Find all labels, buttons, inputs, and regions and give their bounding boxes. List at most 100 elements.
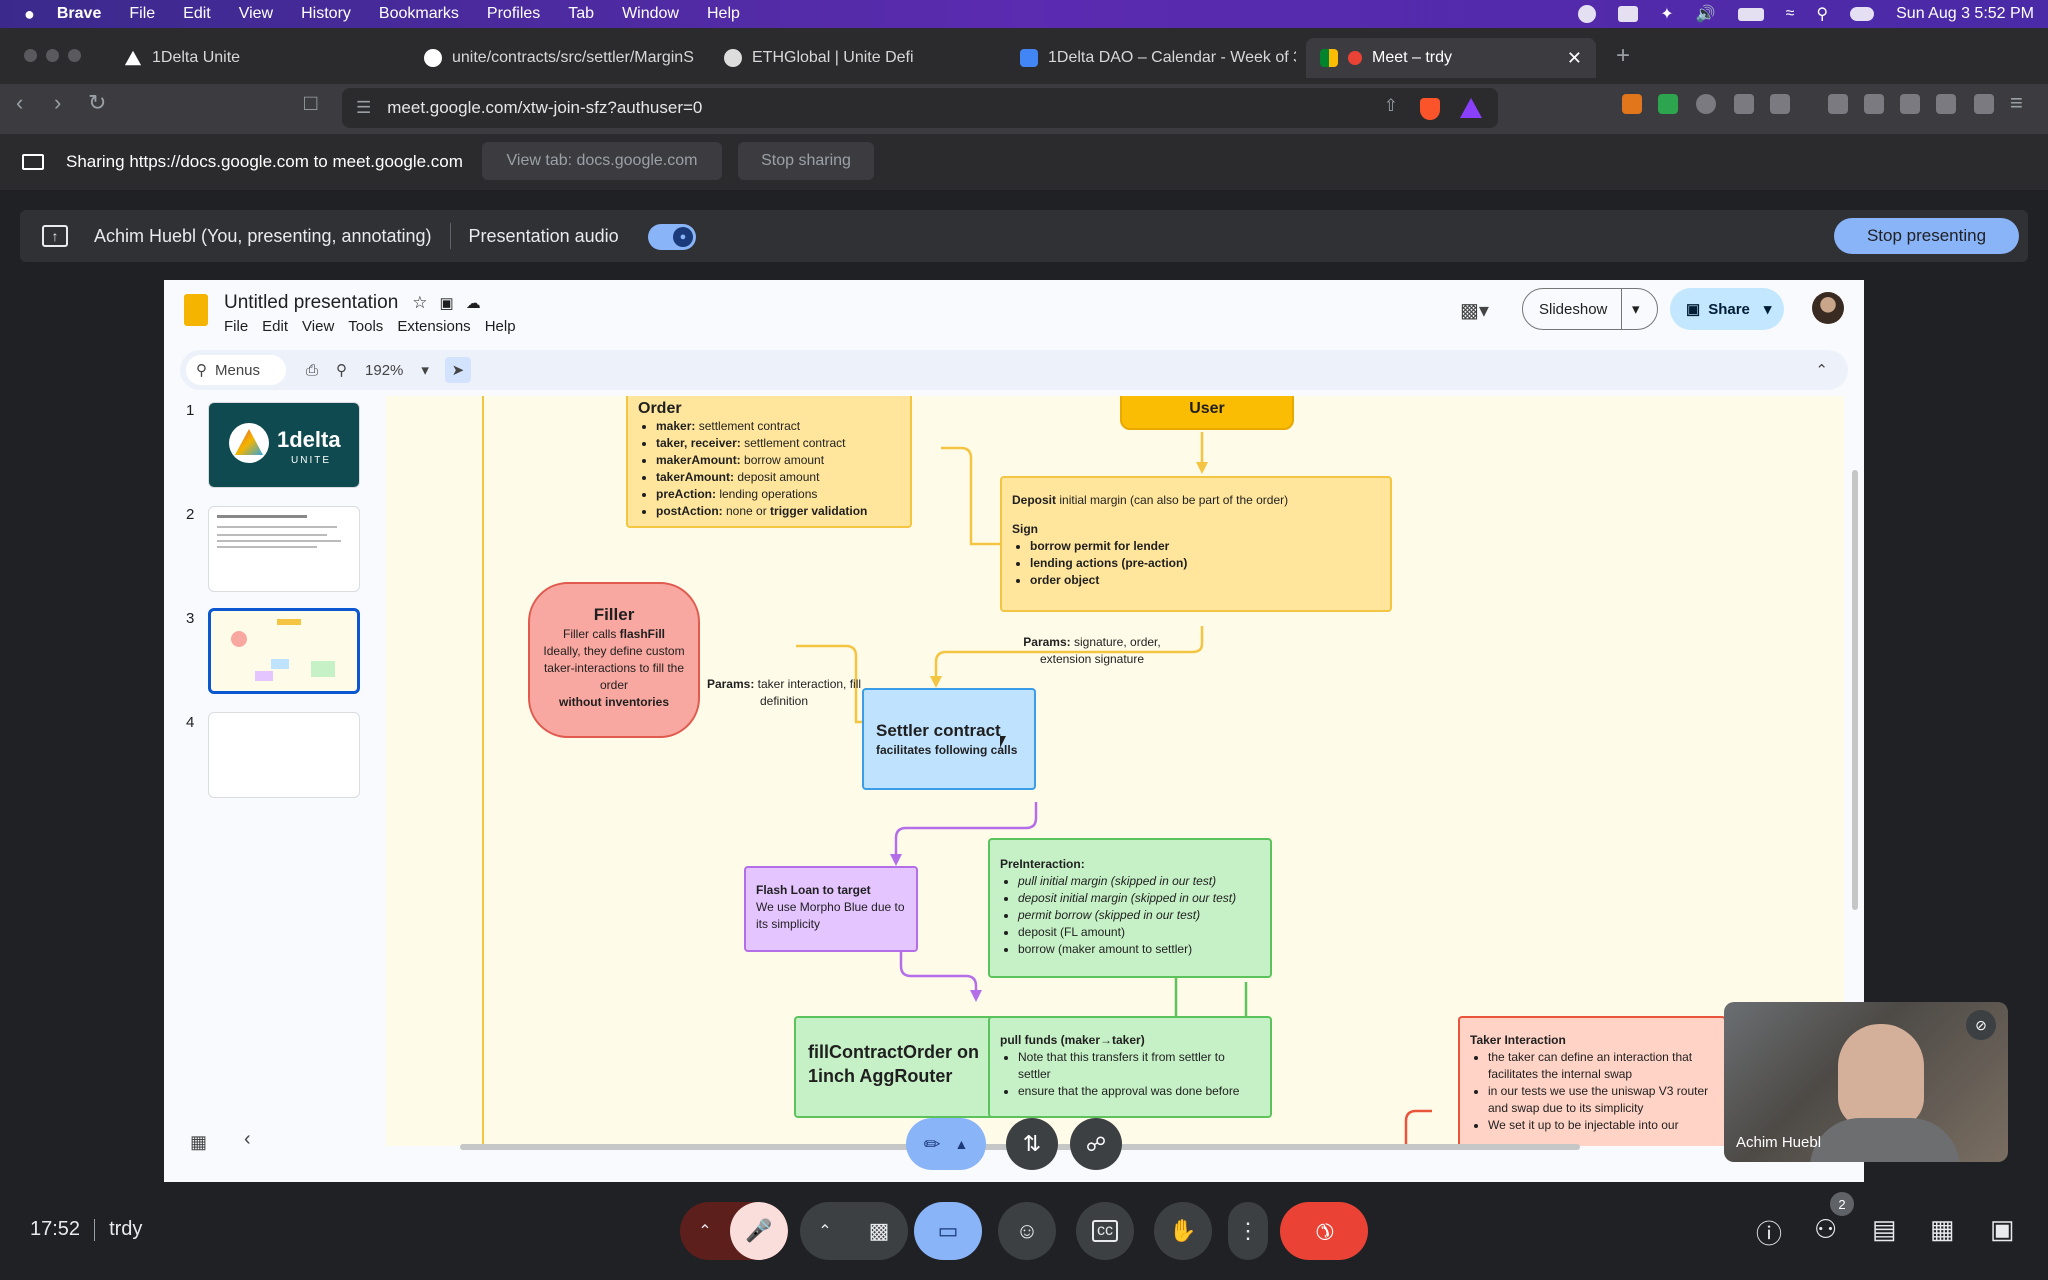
share-dropdown-icon[interactable]: ▾: [1764, 300, 1772, 318]
slide-thumb-1[interactable]: 1delta UNITE: [208, 402, 360, 488]
slide-thumb-3[interactable]: [208, 608, 360, 694]
pen-dropdown-icon[interactable]: ▲: [954, 1136, 968, 1152]
tab-meet[interactable]: Meet – trdy ✕: [1306, 38, 1596, 78]
document-title[interactable]: Untitled presentation: [224, 292, 398, 314]
browser-menu-icon[interactable]: ≡: [2010, 90, 2023, 116]
slides-menu-extensions[interactable]: Extensions: [397, 318, 470, 335]
menu-view[interactable]: View: [239, 5, 273, 23]
reader-mode-icon[interactable]: [1770, 94, 1790, 114]
extension-green-icon[interactable]: [1658, 94, 1678, 114]
mic-control[interactable]: ⌃ 🎤: [680, 1202, 788, 1260]
menu-window[interactable]: Window: [622, 5, 679, 23]
volume-icon[interactable]: 🔊: [1696, 4, 1716, 24]
host-controls-icon[interactable]: ▣: [1990, 1214, 2015, 1245]
stop-sharing-button[interactable]: Stop sharing: [738, 142, 874, 180]
close-tab-icon[interactable]: ✕: [1567, 48, 1582, 69]
status-app-icon[interactable]: [1618, 6, 1638, 22]
camera-control[interactable]: ⌃ ▩: [800, 1202, 908, 1260]
slides-menu-edit[interactable]: Edit: [262, 318, 288, 335]
brave-rewards-icon[interactable]: [1460, 98, 1482, 118]
tab-calendar[interactable]: 1Delta DAO – Calendar - Week of 3: [1006, 38, 1296, 78]
more-options-button[interactable]: ⋮: [1228, 1202, 1268, 1260]
site-settings-icon[interactable]: ☰: [356, 98, 371, 118]
extensions-puzzle-icon[interactable]: [1734, 94, 1754, 114]
url-bar[interactable]: ☰ meet.google.com/xtw-join-sfz?authuser=…: [342, 88, 1498, 128]
extension-ai-icon[interactable]: [1696, 94, 1716, 114]
share-page-icon[interactable]: ⇧: [1384, 96, 1398, 116]
menu-app-name[interactable]: Brave: [57, 5, 101, 23]
mic-off-button[interactable]: 🎤: [730, 1202, 788, 1260]
grid-view-icon[interactable]: ▦: [190, 1132, 207, 1153]
slideshow-button[interactable]: Slideshow ▾: [1522, 288, 1658, 330]
move-annotations-button[interactable]: ⇅: [1006, 1118, 1058, 1170]
reactions-button[interactable]: ☺: [998, 1202, 1056, 1260]
activities-icon[interactable]: ▦: [1930, 1214, 1955, 1245]
vpn-icon[interactable]: [1974, 94, 1994, 114]
people-icon[interactable]: ⚇: [1814, 1214, 1837, 1245]
downloads-icon[interactable]: [1828, 94, 1848, 114]
leave-call-button[interactable]: ✆: [1280, 1202, 1368, 1260]
presentation-audio-toggle[interactable]: ●: [648, 224, 696, 250]
screen-record-icon[interactable]: [1578, 5, 1596, 23]
tab-ethglobal[interactable]: ETHGlobal | Unite Defi: [710, 38, 1000, 78]
star-icon[interactable]: ☆: [412, 293, 427, 313]
chat-icon[interactable]: ▤: [1872, 1214, 1897, 1245]
print-icon[interactable]: ⎙: [306, 362, 318, 379]
zoom-level[interactable]: 192%: [365, 362, 403, 379]
search-menus-box[interactable]: ⚲ Menus: [186, 355, 286, 385]
slide-thumb-4[interactable]: [208, 712, 360, 798]
view-tab-button[interactable]: View tab: docs.google.com: [482, 142, 722, 180]
slides-menu-tools[interactable]: Tools: [348, 318, 383, 335]
self-view-tile[interactable]: ⊘ Achim Huebl: [1724, 1002, 2008, 1162]
share-annotations-button[interactable]: ☍: [1070, 1118, 1122, 1170]
menu-help[interactable]: Help: [707, 5, 740, 23]
minimize-window-button[interactable]: [46, 49, 59, 62]
avatar[interactable]: [1812, 292, 1844, 324]
search-icon[interactable]: ⚲: [1816, 4, 1828, 24]
slides-menu-view[interactable]: View: [302, 318, 334, 335]
camera-button[interactable]: ▩: [850, 1218, 908, 1244]
brave-shields-icon[interactable]: [1420, 98, 1440, 120]
new-tab-icon[interactable]: +: [1616, 42, 1630, 70]
collapse-filmstrip-icon[interactable]: ‹: [244, 1128, 251, 1151]
close-window-button[interactable]: [24, 49, 37, 62]
camera-options-icon[interactable]: ⌃: [800, 1221, 850, 1241]
meet-camera-icon[interactable]: ▩▾: [1460, 298, 1489, 323]
move-folder-icon[interactable]: ▣: [440, 294, 454, 312]
bluetooth-icon[interactable]: ✦: [1660, 4, 1673, 24]
bookmark-icon[interactable]: □: [304, 90, 317, 116]
slides-menu-file[interactable]: File: [224, 318, 248, 335]
annotation-pen-button[interactable]: ✏ ▲: [906, 1118, 986, 1170]
vertical-scrollbar[interactable]: [1852, 470, 1858, 910]
share-button[interactable]: ▣ Share ▾: [1670, 288, 1784, 330]
url-text[interactable]: meet.google.com/xtw-join-sfz?authuser=0: [387, 98, 702, 118]
cloud-status-icon[interactable]: ☁: [466, 294, 481, 312]
extension-fox-icon[interactable]: [1622, 94, 1642, 114]
back-icon[interactable]: ‹: [16, 90, 23, 116]
meeting-details-icon[interactable]: ⓘ: [1756, 1214, 1782, 1251]
zoom-dropdown-icon[interactable]: ▾: [421, 361, 429, 379]
zoom-window-button[interactable]: [68, 49, 81, 62]
wifi-icon[interactable]: ≈: [1786, 5, 1795, 23]
slides-logo-icon[interactable]: [184, 294, 208, 326]
menu-edit[interactable]: Edit: [183, 5, 211, 23]
tab-github[interactable]: unite/contracts/src/settler/MarginS: [410, 38, 700, 78]
captions-button[interactable]: cc: [1076, 1202, 1134, 1260]
slideshow-dropdown-icon[interactable]: ▾: [1621, 288, 1640, 330]
mic-muted-icon[interactable]: ⊘: [1966, 1010, 1996, 1040]
menu-profiles[interactable]: Profiles: [487, 5, 540, 23]
menu-history[interactable]: History: [301, 5, 351, 23]
wallet-icon[interactable]: [1900, 94, 1920, 114]
present-button[interactable]: ▭: [914, 1202, 982, 1260]
battery-icon[interactable]: [1738, 8, 1764, 21]
raise-hand-button[interactable]: ✋: [1154, 1202, 1212, 1260]
sidebar-icon[interactable]: [1864, 94, 1884, 114]
menu-bookmarks[interactable]: Bookmarks: [379, 5, 459, 23]
leo-ai-icon[interactable]: [1936, 94, 1956, 114]
tab-1delta-unite[interactable]: 1Delta Unite: [110, 38, 400, 78]
forward-icon[interactable]: ›: [54, 90, 61, 116]
select-tool-icon[interactable]: ➤: [445, 357, 471, 383]
mic-options-icon[interactable]: ⌃: [680, 1221, 730, 1241]
stop-presenting-button[interactable]: Stop presenting: [1834, 218, 2019, 254]
reload-icon[interactable]: ↻: [88, 90, 106, 116]
